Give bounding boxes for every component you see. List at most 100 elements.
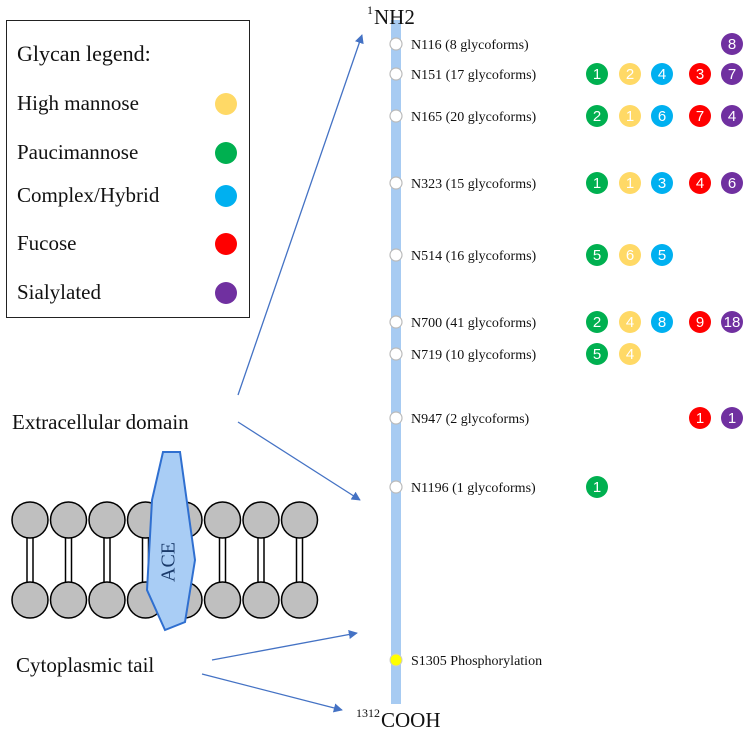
glycoform-count-value: 1 (593, 175, 601, 192)
glycoform-count-value: 4 (728, 108, 736, 125)
legend-swatch (215, 233, 237, 255)
glycoform-count-value: 5 (658, 247, 666, 264)
glycoform-count-value: 2 (626, 66, 634, 83)
lipid-head-inner (49, 581, 88, 619)
glycoform-count-paucimannose (586, 63, 608, 85)
glycoform-count-value: 6 (728, 175, 736, 192)
glycosite-marker (389, 176, 403, 190)
lipid-head-outer (49, 501, 88, 539)
lipid-head-inner (88, 581, 126, 619)
glycoform-count-value: 1 (728, 410, 736, 427)
legend-item-sialylated: Sialylated (17, 280, 247, 308)
glycoform-count-fucose (689, 172, 711, 194)
glycoform-count-sialylated (721, 63, 743, 85)
glycoform-count-value: 4 (626, 346, 634, 363)
glycoform-count-fucose (689, 407, 711, 429)
glycoform-count-sialylated (721, 105, 743, 127)
legend-item-paucimannose: Paucimannose (17, 140, 247, 168)
glycoform-count-fucose (689, 63, 711, 85)
arrow-cytoplasmic-bottom (201, 673, 343, 713)
lipid-head-outer (88, 501, 126, 539)
glycoform-count-value: 1 (593, 66, 601, 83)
glycosite-marker (389, 347, 403, 361)
arrow-extracellular-top (237, 34, 364, 396)
c-end-number: 1312 (356, 706, 380, 720)
glycoform-count-high-mannose (619, 311, 641, 333)
glycoform-count-high-mannose (619, 172, 641, 194)
glycosite-label: N323 (15 glycoforms) (411, 177, 537, 192)
glycoform-count-paucimannose (586, 476, 608, 498)
glycoform-count-value: 3 (658, 175, 666, 192)
glycosite-marker (389, 37, 403, 51)
glycoform-count-sialylated (721, 172, 743, 194)
region-arrows (201, 34, 364, 713)
lipid-head-inner (242, 581, 280, 619)
glycoform-count-value: 1 (626, 108, 634, 125)
ace-label: ACE (158, 542, 180, 582)
glycosite-label: N947 (2 glycoforms) (411, 412, 530, 427)
glycoform-count-value: 3 (696, 66, 704, 83)
legend-title: Glycan legend: (17, 41, 151, 66)
legend-label: Sialylated (17, 280, 101, 304)
glycoform-count-value: 4 (658, 66, 666, 83)
n-start-number: 1 (367, 3, 373, 17)
glycoform-count-high-mannose (619, 63, 641, 85)
glycosite-row: N719 (10 glycoforms) 5 4 (389, 343, 641, 365)
glycosite-marker (389, 248, 403, 262)
glycoform-count-value: 18 (724, 314, 741, 331)
glycoform-count-value: 9 (696, 314, 704, 331)
glycoform-count-value: 5 (593, 346, 601, 363)
glycosite-label: N514 (16 glycoforms) (411, 249, 537, 264)
glycoform-count-value: 8 (658, 314, 666, 331)
glycan-legend: Glycan legend: High mannose Paucimannose… (6, 20, 250, 318)
glycosite-row: N116 (8 glycoforms)8 (389, 33, 743, 55)
legend-label: Paucimannose (17, 140, 139, 164)
lipid-head-outer (280, 501, 319, 539)
glycoform-count-value: 2 (593, 108, 601, 125)
glycoform-count-high-mannose (619, 105, 641, 127)
phospho-marker (389, 653, 403, 667)
glycoform-count-value: 8 (728, 36, 736, 53)
glycoform-count-value: 6 (658, 108, 666, 125)
lipid-head-inner (280, 581, 319, 619)
cytoplasmic-label: Cytoplasmic tail (16, 653, 155, 677)
legend-item-complex-hybrid: Complex/Hybrid (17, 183, 247, 211)
glycoform-count-complex (651, 105, 673, 127)
protein-chain (391, 20, 401, 704)
glycoform-count-value: 4 (626, 314, 634, 331)
glycoform-count-paucimannose (586, 105, 608, 127)
lipid-head-outer (242, 501, 280, 539)
glycoform-count-high-mannose (619, 244, 641, 266)
legend-item-high-mannose: High mannose (17, 91, 247, 119)
glycoform-count-value: 5 (593, 247, 601, 264)
glycoform-count-value: 6 (626, 247, 634, 264)
glycosite-row: N514 (16 glycoforms) 5 6 5 (389, 244, 673, 266)
glycoform-count-sialylated (721, 311, 743, 333)
glycoform-count-fucose (689, 105, 711, 127)
phospho-site: S1305 Phosphorylation (389, 653, 542, 669)
glycoform-count-fucose (689, 311, 711, 333)
legend-label: High mannose (17, 91, 139, 115)
glycoform-count-paucimannose (586, 172, 608, 194)
legend-swatch (215, 93, 237, 115)
phospho-label: S1305 Phosphorylation (411, 654, 542, 669)
extracellular-label: Extracellular domain (12, 410, 189, 434)
glycosite-marker (389, 109, 403, 123)
c-terminus-label: COOH (381, 708, 441, 732)
glycoform-count-value: 2 (593, 314, 601, 331)
glycosite-label: N719 (10 glycoforms) (411, 348, 537, 363)
glycoform-count-paucimannose (586, 244, 608, 266)
lipid-head-outer (11, 501, 49, 539)
glycosite-row: N1196 (1 glycoforms)1 (389, 476, 608, 498)
glycosite-marker (389, 411, 403, 425)
n-terminus: 1NH2 (367, 3, 415, 30)
c-terminus: 1312COOH (356, 706, 441, 733)
legend-swatch (215, 185, 237, 207)
glycoform-count-paucimannose (586, 311, 608, 333)
